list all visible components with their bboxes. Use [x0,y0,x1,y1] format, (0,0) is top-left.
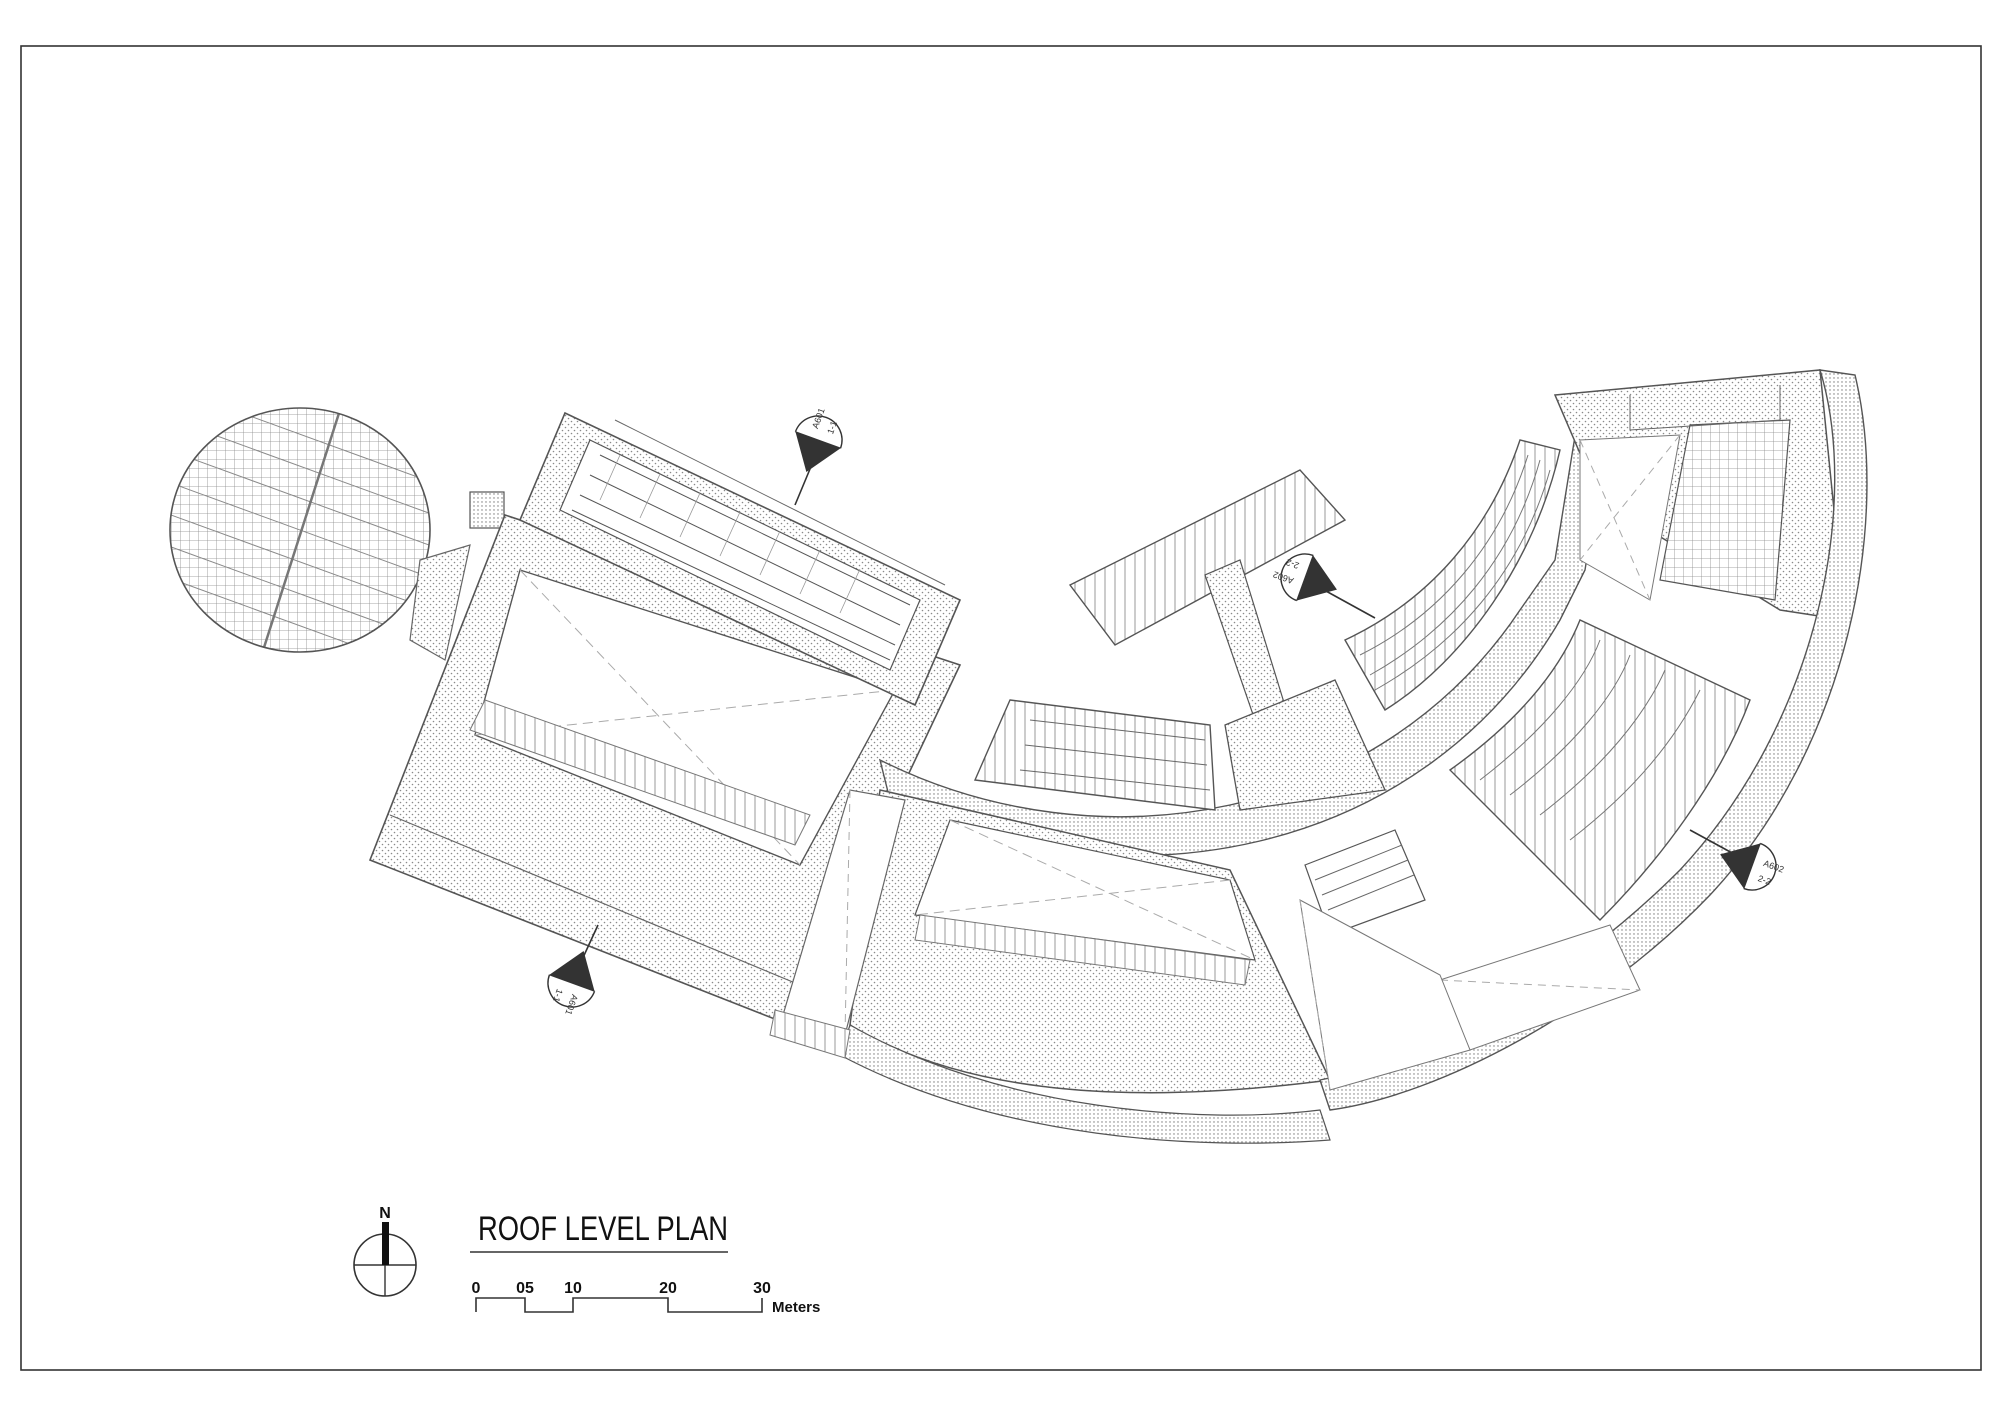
sheet-frame [20,45,1982,1371]
right-upper-fan [1344,439,1561,711]
left-block [368,514,962,1027]
center-seating-pod [973,699,1216,811]
north-arrow: N [353,1205,417,1297]
section-marker-1: A601 1-1 [794,407,843,506]
middle-wing [769,789,1332,1144]
section-marker-4-sheet: 2-2 [1757,873,1773,887]
scale-tick-20: 20 [659,1280,677,1297]
plan-title: ROOF LEVEL PLAN [478,1210,728,1248]
section-marker-3-sheet: 2-2 [1285,557,1301,571]
right-outer-band [1299,369,1868,1111]
central-stair [1304,829,1426,936]
louver-block-top [518,411,962,707]
section-marker-2: A601 1-1 [547,924,599,1016]
scale-tick-10: 10 [564,1280,582,1297]
scale-tick-05: 05 [516,1280,534,1297]
scale-tick-0: 0 [472,1280,481,1297]
section-marker-4: A602 2-2 [1689,829,1785,891]
scale-tick-30: 30 [753,1280,771,1297]
right-lower-fan [1448,619,1751,921]
dome-roof [169,407,471,661]
section-marker-2-sheet: 1-1 [551,988,565,1004]
section-marker-1-sheet: 1-1 [825,420,839,436]
section-marker-3: A602 2-2 [1272,553,1376,619]
right-top-block [1553,369,1846,621]
vent-box [469,491,505,529]
north-label: N [379,1205,391,1222]
scale-bar: 0 05 10 20 30 Meters [472,1280,821,1316]
central-square [1224,679,1386,811]
scale-unit: Meters [772,1299,820,1316]
